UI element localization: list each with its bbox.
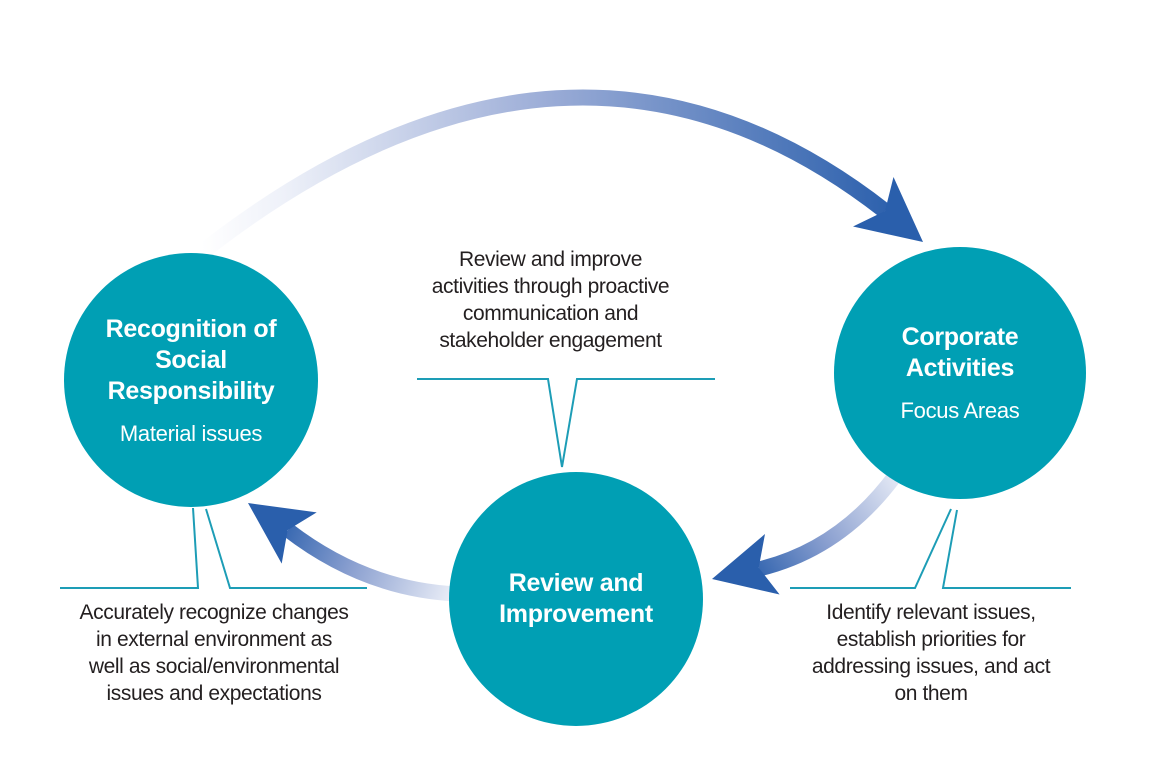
node-subtitle: Focus Areas: [900, 398, 1020, 423]
node-subtitle: Material issues: [119, 420, 263, 446]
node-corporate-activities: Corporate Activities Focus Areas: [834, 247, 1086, 499]
arrow-top-icon: [197, 89, 923, 259]
node-review-and-improvement: Review and Improvement: [449, 472, 703, 726]
note-accurately-recognize-changes: Accurately recognize changes in external…: [79, 601, 349, 705]
node-title: Corporate Activities: [901, 323, 1019, 382]
note-identify-relevant-issues: Identify relevant issues, establish prio…: [811, 601, 1051, 705]
node-title: Recognition of Social Responsibility: [105, 314, 277, 405]
callout-line-right: [790, 508, 1071, 589]
node-recognition-of-social-responsibility: Recognition of Social Responsibility Mat…: [64, 253, 318, 507]
note-review-and-improve: Review and improve activities through pr…: [431, 248, 670, 352]
callout-line-top: [417, 378, 715, 468]
arrow-right-icon: [712, 461, 909, 595]
arrow-left-icon: [248, 503, 459, 602]
callout-line-left: [60, 507, 367, 589]
node-title: Review and Improvement: [499, 569, 653, 628]
